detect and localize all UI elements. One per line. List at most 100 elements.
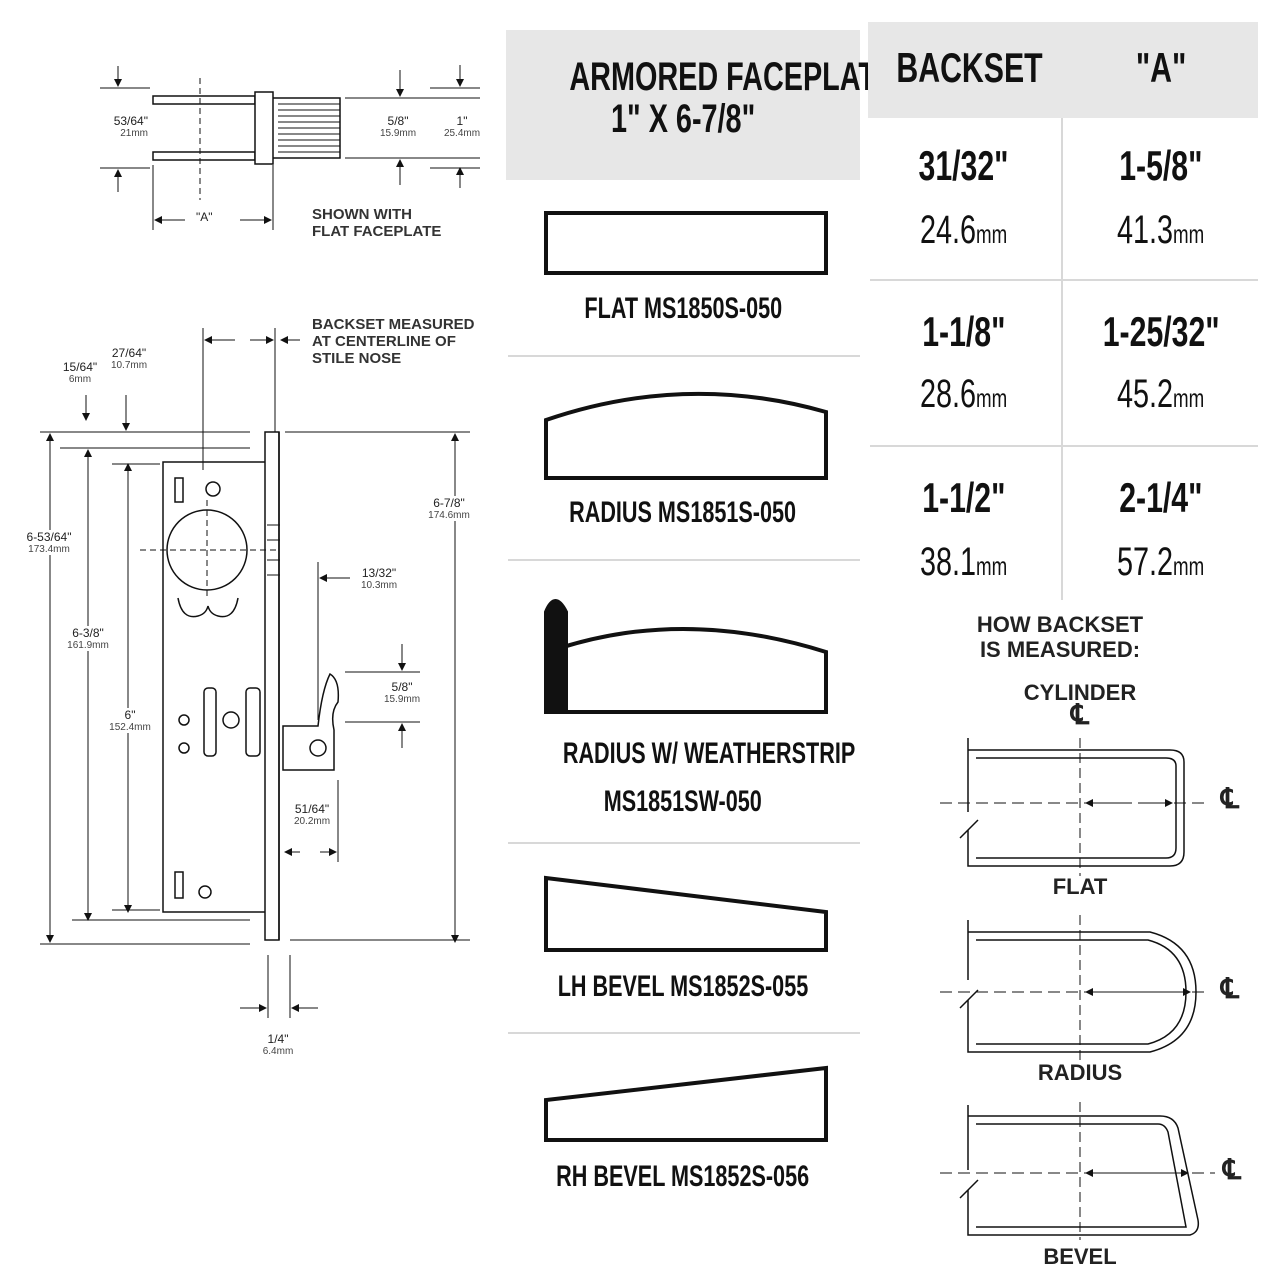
dim-mm-text: 21mm [120,128,148,139]
cell-text: 1-1/8" [922,308,1006,355]
cell-mm-unit: mm [1173,219,1205,249]
how-measured-title-line2: IS MEASURED: [979,637,1141,662]
cell-text: 31/32" [918,142,1009,189]
dim-text: 53/64" [113,114,148,128]
top-dim-1: 1" 25.4mm [440,114,484,139]
dim-mm-text: 152.4mm [109,722,151,733]
top-lock-drawing [100,65,480,230]
dim-27-64: 27/64" 10.7mm [106,346,152,371]
dim-text: 5/8" [391,680,413,694]
table-dividers [508,22,1258,1034]
cell-mm-value: 57.2 [1117,540,1174,584]
faceplate-heading-line2: 1" X 6-7/8" [610,97,756,141]
header-text: "A" [1135,44,1187,91]
dim-5-8: 5/8" 15.9mm [380,680,424,705]
dim-text: 15/64" [62,360,98,374]
dim-mm-text: 161.9mm [67,640,109,651]
radius-label: RADIUS [1037,1060,1123,1085]
rh-bevel-profile-icon [544,1065,828,1142]
dim-text: 6" [124,708,136,722]
dim-15-64: 15/64" 6mm [58,360,102,385]
dim-13-32: 13/32" 10.3mm [352,566,406,591]
faceplate-label-text: LH BEVEL MS1852S-055 [557,970,809,1003]
dim-mm-text: 6.4mm [262,1046,294,1057]
flat-label: FLAT [1052,874,1108,899]
table-header-backset: BACKSET [868,44,1060,92]
bevel-label: BEVEL [1043,1244,1117,1269]
faceplate-heading-line1: ARMORED FACEPLATE [569,55,896,99]
centerline-icon: ℄ [1223,1154,1241,1185]
dim-text: 6-3/8" [72,626,104,640]
flat-faceplate-note: SHOWN WITH FLAT FACEPLATE [312,206,442,240]
table-header-a: "A" [1064,44,1258,92]
cell-backset-mm-3: 38.1mm [868,540,1060,585]
dim-mm-text: 15.9mm [383,694,421,705]
dim-mm-text: 173.4mm [28,544,70,555]
faceplate-label-rh-bevel: RH BEVEL MS1852S-056 [506,1160,860,1194]
table-header [868,22,1258,118]
cell-text: 1-25/32" [1102,308,1220,355]
dim-1-4: 1/4" 6.4mm [256,1032,300,1057]
dim-text: 5/8" [387,114,409,128]
faceplate-label-text: RADIUS MS1851S-050 [569,496,797,529]
cell-mm-unit: mm [976,219,1008,249]
dim-text: 27/64" [111,346,147,360]
side-lock-drawing [40,328,470,1018]
cell-backset-2: 1-1/8" [868,308,1060,356]
how-measured-title-line1: HOW BACKSET [976,612,1144,637]
dim-mm-text: 15.9mm [379,128,417,139]
cell-a-mm-1: 41.3mm [1064,208,1258,253]
radius-weatherstrip-profile-icon [558,626,828,714]
dim-text: 1/4" [267,1032,289,1046]
flat-profile-icon [544,211,828,275]
faceplate-label-radius-weatherstrip: RADIUS W/ WEATHERSTRIP MS1851SW-050 [506,730,860,826]
dim-mm-text: 20.2mm [293,816,331,827]
how-measured-title: HOW BACKSET IS MEASURED: [940,612,1180,662]
dim-mm-text: 174.6mm [428,510,470,521]
cell-mm-value: 24.6 [920,208,977,252]
cell-mm-unit: mm [976,551,1008,581]
dim-6: 6" 152.4mm [102,708,158,733]
faceplate-header [506,30,860,180]
dim-mm-text: 6mm [68,374,92,385]
faceplate-label-text-2: MS1851SW-050 [603,785,763,818]
cell-a-1: 1-5/8" [1064,142,1258,190]
dim-text: 51/64" [294,802,330,816]
backset-note: BACKSET MEASURED AT CENTERLINE OF STILE … [312,316,475,367]
dim-text: 6-7/8" [433,496,465,510]
centerline-icon: ℄ [1221,783,1239,814]
dim-6-53-64: 6-53/64" 173.4mm [14,530,84,555]
cell-backset-3: 1-1/2" [868,474,1060,522]
dim-text: 6-53/64" [26,530,72,544]
faceplate-label-text: RADIUS W/ WEATHERSTRIP [562,737,856,770]
cell-mm-value: 38.1 [920,540,977,584]
faceplate-heading: ARMORED FACEPLATE 1" X 6-7/8" [506,56,895,141]
top-dim-53-64: 53/64" 21mm [96,114,148,139]
cell-mm-value: 41.3 [1117,208,1174,252]
cell-a-3: 2-1/4" [1064,474,1258,522]
cylinder-label: CYLINDER [1023,680,1137,705]
cell-a-mm-3: 57.2mm [1064,540,1258,585]
cell-text: 2-1/4" [1119,474,1203,521]
cell-mm-unit: mm [1173,383,1205,413]
faceplate-label-text: RH BEVEL MS1852S-056 [556,1160,810,1193]
cell-backset-1: 31/32" [868,142,1060,190]
faceplate-label-radius: RADIUS MS1851S-050 [506,496,860,530]
cell-mm-value: 45.2 [1117,372,1174,416]
cylinder-centerline-icon: ℄ [1071,699,1089,730]
cell-mm-unit: mm [1173,551,1205,581]
dim-mm-text: 10.7mm [110,360,148,371]
faceplate-label-lh-bevel: LH BEVEL MS1852S-055 [506,970,860,1004]
cell-a-2: 1-25/32" [1064,308,1258,356]
dim-mm-text: 10.3mm [360,580,398,591]
top-dim-a: "A" [196,210,213,224]
weatherstrip-icon [544,599,568,714]
faceplate-profiles [544,211,828,1142]
faceplate-label-flat: FLAT MS1850S-050 [506,292,860,326]
centerline-icon: ℄ [1221,973,1239,1004]
dim-6-7-8: 6-7/8" 174.6mm [420,496,478,521]
top-dim-5-8: 5/8" 15.9mm [376,114,420,139]
dim-51-64: 51/64" 20.2mm [286,802,338,827]
cell-text: 1-5/8" [1119,142,1203,189]
